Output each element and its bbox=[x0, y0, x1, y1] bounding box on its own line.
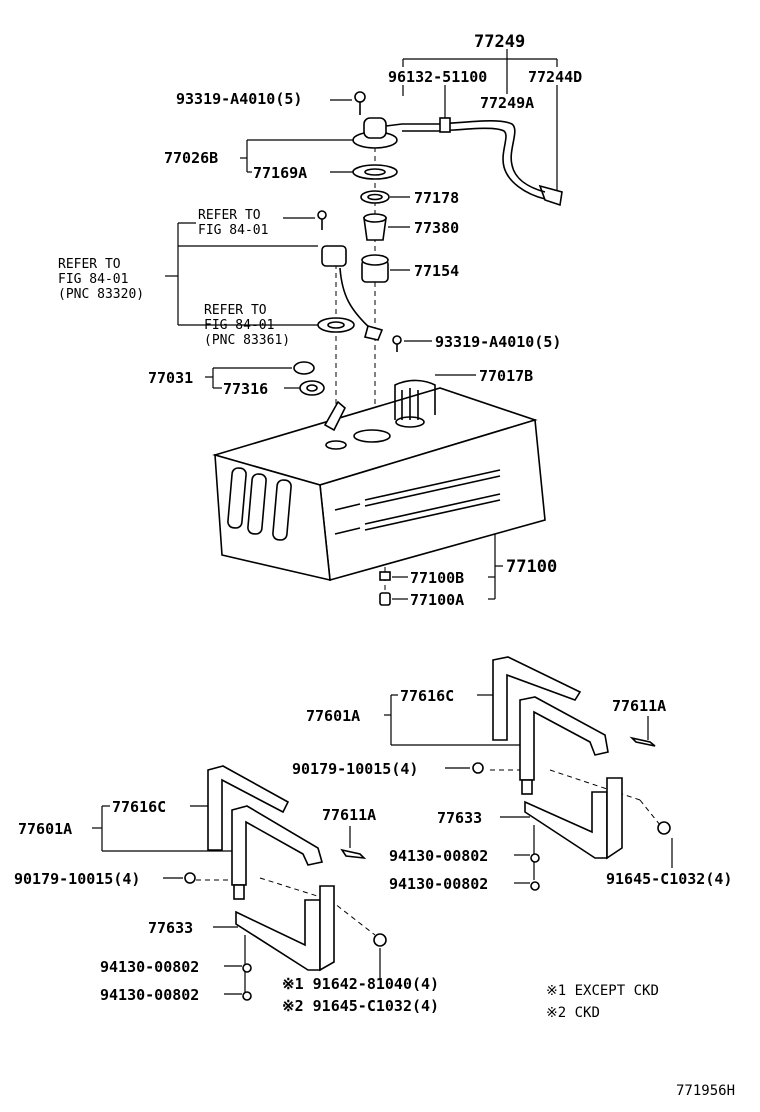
label-right-91645-c1032: 91645-C1032(4) bbox=[606, 870, 732, 888]
part-number-labels: 77249 96132-51100 77244D 77249A 93319-A4… bbox=[14, 32, 732, 1015]
label-right-77611a: 77611A bbox=[612, 697, 666, 715]
label-right-77601a: 77601A bbox=[306, 707, 360, 725]
ref2-line1: REFER TO bbox=[58, 257, 121, 272]
label-77026b: 77026B bbox=[164, 149, 218, 167]
ref3-line3: (PNC 83361) bbox=[204, 333, 290, 348]
label-right-94130-00802-b: 94130-00802 bbox=[389, 875, 488, 893]
label-right-90179-10015: 90179-10015(4) bbox=[292, 760, 418, 778]
label-77249a: 77249A bbox=[480, 94, 534, 112]
label-77169a: 77169A bbox=[253, 164, 307, 182]
label-left-77633: 77633 bbox=[148, 919, 193, 937]
label-77178: 77178 bbox=[414, 189, 459, 207]
ref1-line2: FIG 84-01 bbox=[198, 223, 268, 238]
label-77380: 77380 bbox=[414, 219, 459, 237]
label-77100a: 77100A bbox=[410, 591, 464, 609]
label-77154: 77154 bbox=[414, 262, 459, 280]
label-93319-a4010-top: 93319-A4010(5) bbox=[176, 90, 302, 108]
label-left-94130-00802-a: 94130-00802 bbox=[100, 958, 199, 976]
label-left-91642-81040: ※1 91642-81040(4) bbox=[282, 975, 439, 993]
ref2-line2: FIG 84-01 bbox=[58, 272, 128, 287]
label-93319-a4010-mid: 93319-A4010(5) bbox=[435, 333, 561, 351]
label-77017b: 77017B bbox=[479, 367, 533, 385]
left-strap-bracket-drawing bbox=[184, 765, 387, 1001]
label-77100: 77100 bbox=[506, 557, 557, 577]
label-77244d: 77244D bbox=[528, 68, 582, 86]
fuel-pump-assembly-drawing bbox=[352, 91, 403, 352]
label-left-90179-10015: 90179-10015(4) bbox=[14, 870, 140, 888]
label-77249: 77249 bbox=[474, 32, 525, 52]
note-except-ckd: ※1 EXCEPT CKD bbox=[546, 983, 659, 999]
label-right-94130-00802-a: 94130-00802 bbox=[389, 847, 488, 865]
label-right-77633: 77633 bbox=[437, 809, 482, 827]
ref1-line1: REFER TO bbox=[198, 208, 261, 223]
label-77031: 77031 bbox=[148, 369, 193, 387]
notes: ※1 EXCEPT CKD ※2 CKD 771956H bbox=[546, 983, 735, 1099]
label-left-77616c: 77616C bbox=[112, 798, 166, 816]
label-left-94130-00802-b: 94130-00802 bbox=[100, 986, 199, 1004]
fuel-hose-drawing bbox=[402, 117, 563, 207]
figure-id: 771956H bbox=[676, 1083, 735, 1099]
grommets-drawing bbox=[293, 361, 325, 396]
fuel-tank-drawing bbox=[212, 379, 546, 606]
ref3-line2: FIG 84-01 bbox=[204, 318, 274, 333]
label-left-91645-c1032: ※2 91645-C1032(4) bbox=[282, 997, 439, 1015]
label-77316: 77316 bbox=[223, 380, 268, 398]
right-strap-bracket-drawing bbox=[472, 656, 671, 891]
reference-labels: REFER TO FIG 84-01 REFER TO FIG 84-01 (P… bbox=[58, 208, 290, 348]
assembly-dashed-lines bbox=[196, 138, 661, 936]
ref3-line1: REFER TO bbox=[204, 303, 267, 318]
ref2-line3: (PNC 83320) bbox=[58, 287, 144, 302]
label-right-77616c: 77616C bbox=[400, 687, 454, 705]
label-left-77601a: 77601A bbox=[18, 820, 72, 838]
sender-gauge-drawing bbox=[317, 210, 384, 341]
note-ckd: ※2 CKD bbox=[546, 1005, 600, 1021]
label-left-77611a: 77611A bbox=[322, 806, 376, 824]
label-77100b: 77100B bbox=[410, 569, 464, 587]
label-96132-51100: 96132-51100 bbox=[388, 68, 487, 86]
